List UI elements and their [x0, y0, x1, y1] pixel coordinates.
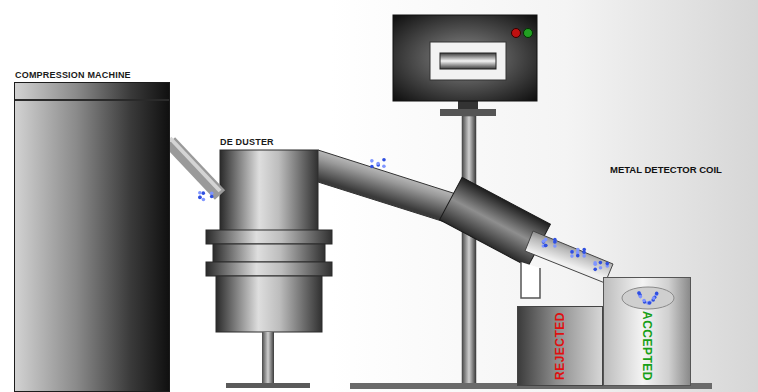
stand-pole: [462, 116, 476, 384]
tablet: [576, 251, 580, 255]
transfer-chute: [170, 142, 220, 195]
tablet: [553, 240, 557, 244]
compression-machine: COMPRESSION MACHINE: [14, 82, 170, 392]
tablet: [648, 300, 652, 304]
tablet: [544, 244, 548, 248]
chute-shade: [170, 138, 220, 191]
tablet: [370, 159, 374, 163]
tablet: [370, 165, 374, 169]
tablet: [576, 248, 580, 252]
tablet: [553, 238, 557, 242]
tablet: [582, 254, 586, 258]
reject-bin: REJECTED: [517, 306, 603, 386]
tablet: [582, 248, 586, 252]
deduster-band: [206, 230, 332, 244]
tablet: [544, 238, 548, 242]
stand-plate: [440, 109, 496, 116]
monitor-display: [440, 53, 496, 69]
deduster-body: [220, 150, 318, 232]
bin-label: ACCEPTED: [640, 311, 654, 381]
de-duster: DE DUSTER: [220, 150, 318, 332]
tablet: [599, 261, 603, 265]
control-monitor: [393, 15, 537, 101]
tablet: [655, 291, 659, 295]
tablet: [542, 240, 546, 244]
tablet: [382, 164, 386, 168]
tablet: [570, 250, 574, 254]
bin-hole: [622, 287, 674, 309]
tablet: [593, 261, 597, 265]
bin-label: REJECTED: [553, 312, 567, 380]
tablet: [198, 195, 202, 199]
unit-label: DE DUSTER: [220, 137, 274, 147]
tablet: [639, 295, 643, 299]
deduster-base: [216, 276, 322, 332]
tablet: [570, 254, 574, 258]
tablet: [593, 268, 597, 272]
accept-bin: ACCEPTED: [603, 277, 691, 386]
tablet: [382, 158, 386, 162]
tablet: [544, 244, 548, 248]
tablet: [198, 191, 202, 195]
tablet: [210, 191, 214, 195]
tablet: [570, 250, 574, 254]
tablet: [637, 291, 641, 295]
unit-label: COMPRESSION MACHINE: [15, 70, 131, 80]
tablet: [553, 240, 557, 244]
reject-flap: [521, 262, 540, 298]
red-lamp: [512, 29, 521, 38]
tablet: [576, 254, 580, 258]
tablet: [202, 198, 206, 202]
green-lamp: [524, 29, 533, 38]
tablet: [605, 262, 609, 266]
tablet: [599, 266, 603, 270]
tablet: [542, 240, 546, 244]
deduster-ring: [213, 244, 325, 262]
tablet: [648, 301, 652, 305]
deduster-band: [206, 262, 332, 276]
tablet: [210, 195, 214, 199]
tablet: [642, 299, 646, 303]
monitor-screen: [430, 42, 506, 80]
part-label: METAL DETECTOR COIL: [610, 164, 722, 175]
tablet: [652, 296, 656, 300]
tablet: [542, 244, 546, 248]
tablet: [553, 244, 557, 248]
tablet: [593, 262, 597, 266]
feed-tube: [318, 150, 456, 223]
tablet: [376, 163, 380, 167]
tablet: [606, 264, 610, 268]
deduster-stand: [262, 332, 274, 384]
tablet: [582, 250, 586, 254]
tablet: [376, 162, 380, 166]
tablet: [202, 191, 206, 195]
tablet: [198, 196, 202, 200]
deduster-foot: [226, 383, 310, 388]
